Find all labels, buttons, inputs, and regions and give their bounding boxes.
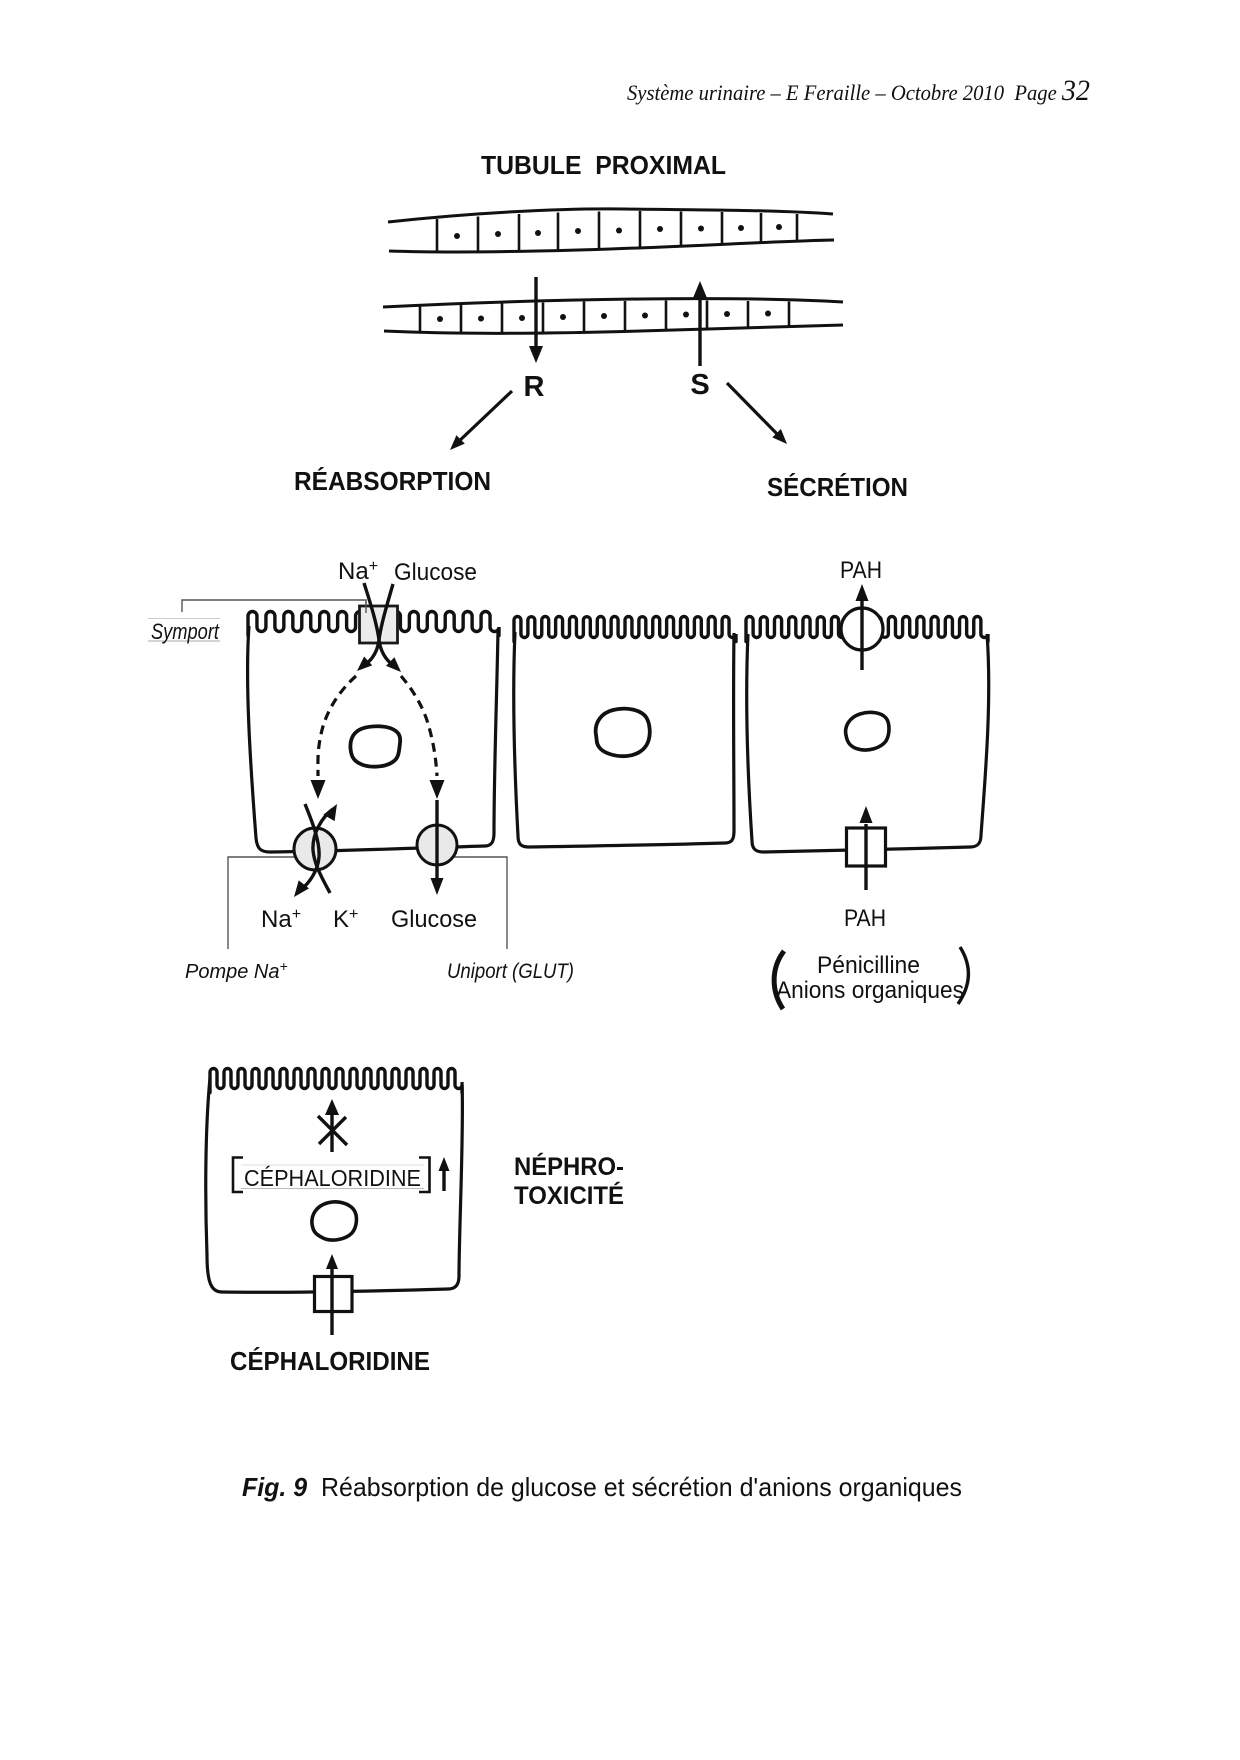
svg-text:K+: K+ (333, 906, 358, 933)
svg-text:RÉABSORPTION: RÉABSORPTION (294, 466, 491, 496)
svg-text:Na+: Na+ (261, 906, 301, 933)
svg-text:Glucose: Glucose (394, 559, 477, 586)
svg-text:NÉPHRO-: NÉPHRO- (514, 1152, 624, 1181)
svg-text:CÉPHALORIDINE: CÉPHALORIDINE (230, 1346, 430, 1376)
svg-text:Glucose: Glucose (391, 906, 477, 933)
svg-text:R: R (524, 371, 545, 403)
svg-text:Uniport (GLUT): Uniport (GLUT) (447, 960, 574, 983)
svg-text:Pompe Na+: Pompe Na+ (185, 958, 288, 983)
svg-text:S: S (690, 369, 709, 401)
svg-text:TOXICITÉ: TOXICITÉ (514, 1181, 624, 1210)
svg-text:Pénicilline: Pénicilline (817, 952, 920, 979)
svg-text:SÉCRÉTION: SÉCRÉTION (767, 472, 908, 502)
svg-text:CÉPHALORIDINE: CÉPHALORIDINE (244, 1165, 421, 1191)
svg-text:Symport: Symport (151, 619, 220, 644)
svg-text:PAH: PAH (840, 557, 882, 584)
svg-text:PAH: PAH (844, 905, 886, 932)
svg-text:Fig. 9 Réabsorption de glucos: Fig. 9 Réabsorption de glucose et sécrét… (242, 1472, 962, 1502)
svg-text:Anions organiques: Anions organiques (776, 977, 964, 1004)
svg-text:Na+: Na+ (338, 558, 378, 585)
svg-text:Système urinaire – E Feraille: Système urinaire – E Feraille – Octobre … (627, 74, 1090, 107)
svg-text:TUBULE PROXIMAL: TUBULE PROXIMAL (481, 150, 726, 180)
